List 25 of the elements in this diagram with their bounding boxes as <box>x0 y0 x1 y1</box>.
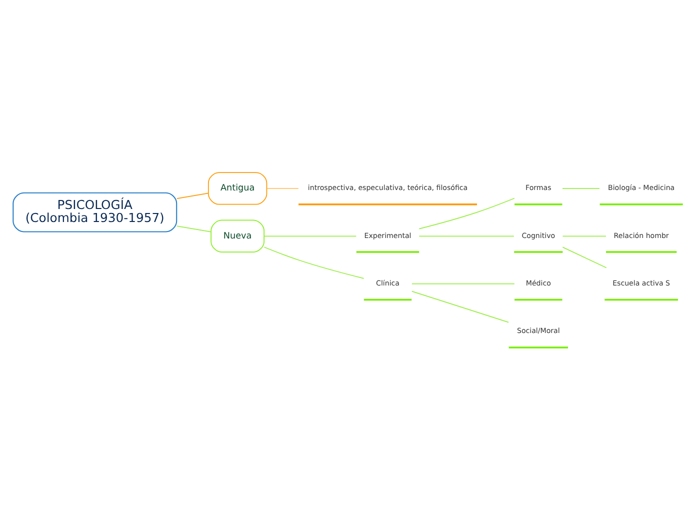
node-text: Social/Moral <box>516 326 560 336</box>
connector <box>266 188 299 189</box>
connector <box>418 198 515 230</box>
connector <box>264 246 364 279</box>
node-text: Escuela activa S <box>612 278 670 288</box>
connector <box>562 236 606 237</box>
connector <box>411 290 509 323</box>
connector <box>176 192 209 199</box>
node-text: Clínica <box>376 278 400 288</box>
node-text: Biología - Medicina <box>608 183 675 192</box>
node-text: Formas <box>526 183 552 192</box>
node-box: Antigua <box>208 172 268 205</box>
node-text: Relación hombr <box>614 230 669 240</box>
node-box: Nueva <box>210 220 265 252</box>
connector <box>562 188 600 189</box>
connector <box>562 246 607 268</box>
connector <box>411 283 515 284</box>
node-text: Cognitivo <box>522 230 556 240</box>
connector <box>176 226 212 232</box>
node-box: PSICOLOGÍA (Colombia 1930-1957) <box>12 192 178 232</box>
node-text: Médico <box>526 278 551 288</box>
node-text: introspectiva, especulativa, teórica, filosófica <box>308 183 468 192</box>
connector <box>418 236 514 237</box>
connector <box>264 236 357 237</box>
node-text: Experimental <box>364 230 412 240</box>
